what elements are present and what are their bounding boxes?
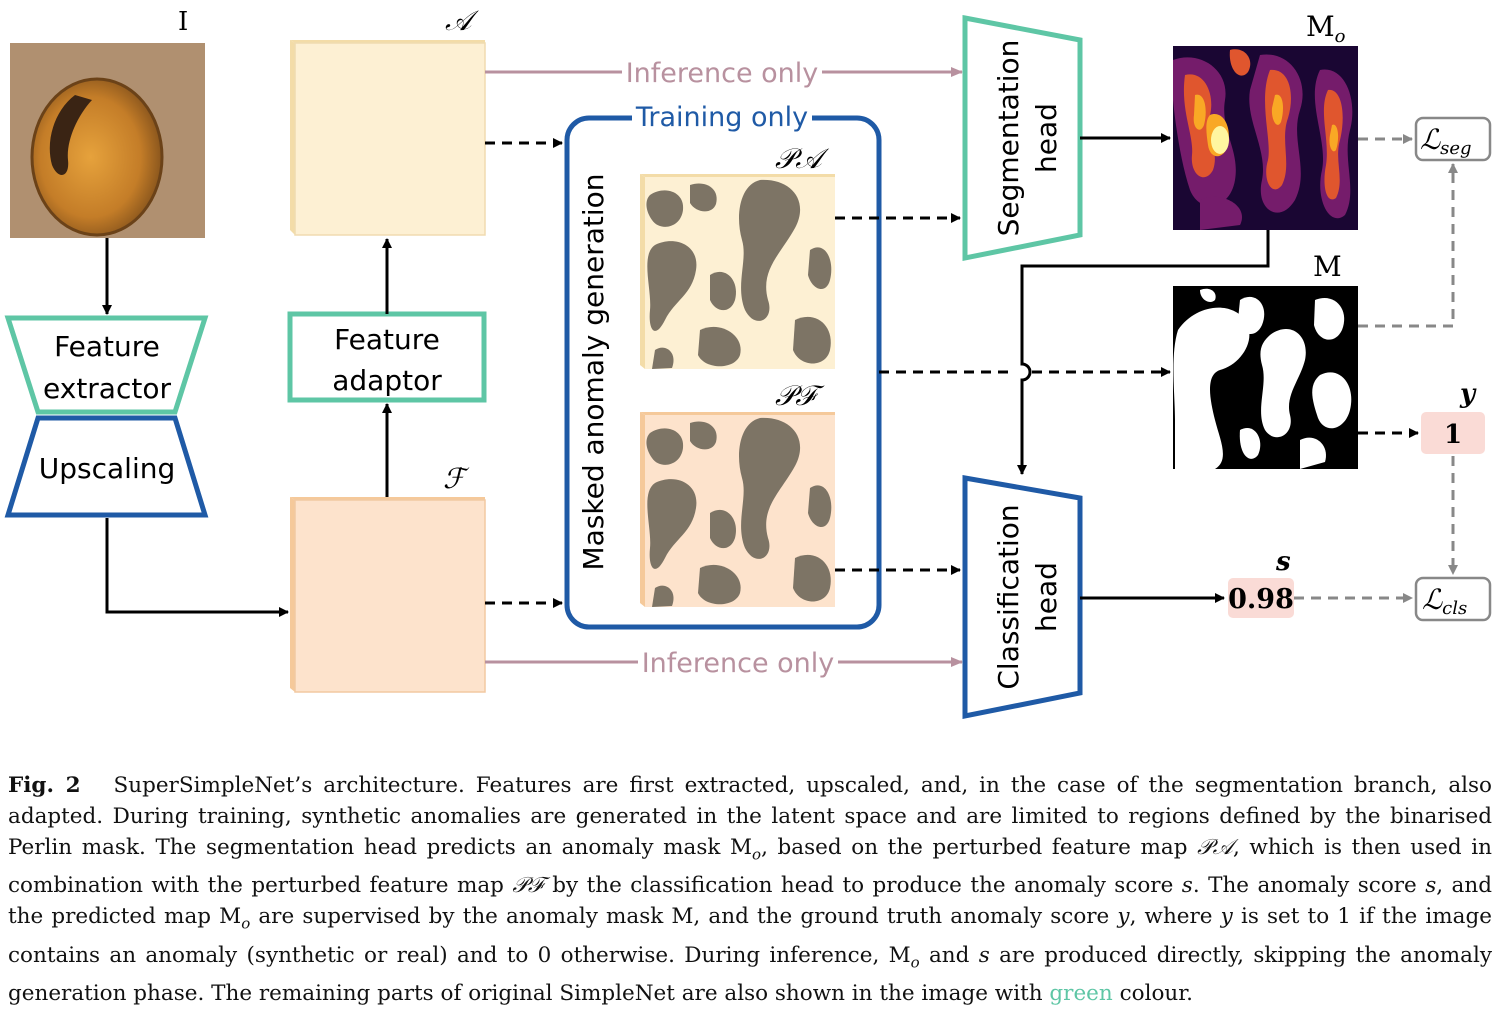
gt-score-value: 1: [1444, 420, 1462, 450]
perturbed-features-block: [640, 412, 835, 607]
label-predicted-mask: Mo: [1306, 10, 1346, 47]
classification-head-label-1: Classification: [992, 504, 1025, 689]
caption-text-8: , where: [1129, 904, 1221, 930]
ground-truth-mask: [1173, 286, 1358, 469]
caption-text-12: colour.: [1112, 980, 1193, 1006]
gt-score-box: [1421, 412, 1485, 454]
architecture-diagram: I Feature extractor Upscaling 𝒜 Feature …: [4, 4, 1492, 720]
caption-sym-y-2: y: [1220, 904, 1233, 930]
label-predicted-score: s: [1275, 547, 1291, 577]
defect-mark: [49, 95, 92, 176]
caption-text-10: and: [919, 942, 979, 968]
caption-sym-s-2: s: [1425, 873, 1437, 899]
predicted-score-box: [1228, 578, 1294, 618]
inference-only-bottom-label: Inference only: [642, 648, 835, 679]
feature-extractor-block: [4, 315, 209, 415]
label-perturbed-features: 𝒫ℱ: [775, 379, 825, 412]
caption-text-7: are supervised by the anomaly mask M, an…: [250, 904, 1118, 930]
features-block: [290, 497, 486, 693]
loss-seg-box: [1414, 116, 1492, 162]
caption-text-2: , based on the perturbed feature map: [761, 835, 1198, 860]
inference-only-top-label: Inference only: [626, 58, 819, 89]
heatmap-peak: [1211, 126, 1229, 154]
upscaling-block: [4, 415, 209, 518]
arrow-mask-to-loss-seg: [1358, 163, 1458, 328]
caption-sym-s-1: s: [1181, 873, 1193, 899]
caption-text-1: SuperSimpleNet’s architecture. Features …: [8, 773, 1492, 860]
label-gt-score: y: [1459, 379, 1477, 409]
label-input-image: I: [178, 7, 188, 37]
caption-sym-pf: 𝒫ℱ: [512, 873, 544, 899]
arrow-upscaling-to-features: [105, 518, 289, 617]
segmentation-head-label-1: Segmentation: [992, 40, 1025, 237]
caption-sub-o-2: o: [241, 914, 251, 933]
loss-cls-label: ℒcls: [1422, 583, 1467, 619]
segmentation-head-label-2: head: [1030, 103, 1063, 173]
feature-extractor-label-2: extractor: [43, 372, 171, 405]
caption-text-9: is set to 1 if the image contains an ano…: [8, 904, 1492, 968]
feature-extractor-label-1: Feature: [54, 330, 160, 363]
caption-text-11: are produced directly, skipping the anom…: [8, 942, 1492, 1006]
predicted-mask-heatmap: [1173, 46, 1358, 230]
caption-green-word: green: [1049, 980, 1113, 1006]
input-image: [10, 43, 205, 238]
caption-sym-pa: 𝒫𝒜: [1197, 835, 1233, 860]
caption-fig-label: Fig. 2: [8, 773, 81, 798]
masked-anomaly-generation-label: Masked anomaly generation: [577, 173, 610, 570]
figure-caption: Fig. 2 SuperSimpleNet’s architecture. Fe…: [8, 770, 1492, 1009]
caption-sym-s-3: s: [978, 942, 990, 968]
label-features: ℱ: [443, 462, 470, 495]
classification-head-block: [962, 475, 1083, 720]
training-only-label: Training only: [635, 102, 808, 133]
loss-cls-box: [1414, 576, 1492, 622]
label-perturbed-adapted: 𝒫𝒜: [775, 142, 829, 175]
label-gt-mask: M: [1313, 250, 1342, 283]
arrow-mo-to-cls-head: [1017, 230, 1270, 475]
segmentation-head-block: [962, 14, 1083, 262]
caption-text-6: , and the predicted map M: [8, 873, 1492, 930]
upscaling-label: Upscaling: [39, 452, 176, 485]
caption-text-4: by the classification head to produce th…: [543, 873, 1182, 899]
caption-sub-o-3: o: [910, 952, 920, 971]
perturbed-adapted-block: [640, 174, 835, 369]
caption-text-3: , which is then used in combination with…: [8, 835, 1493, 899]
predicted-score-value: 0.98: [1228, 584, 1294, 615]
caption-sub-o-1: o: [752, 845, 762, 864]
feature-adaptor-label-1: Feature: [334, 323, 440, 356]
feature-adaptor-label-2: adaptor: [332, 364, 442, 397]
caption-text-5: . The anomaly score: [1192, 873, 1426, 899]
label-adapted-features: 𝒜: [445, 4, 479, 37]
loss-seg-label: ℒseg: [1420, 123, 1472, 159]
feature-adaptor-block: [287, 311, 487, 403]
caption-sym-y-1: y: [1117, 904, 1130, 930]
adapted-features-block: [290, 40, 486, 236]
classification-head-label-2: head: [1030, 562, 1063, 632]
